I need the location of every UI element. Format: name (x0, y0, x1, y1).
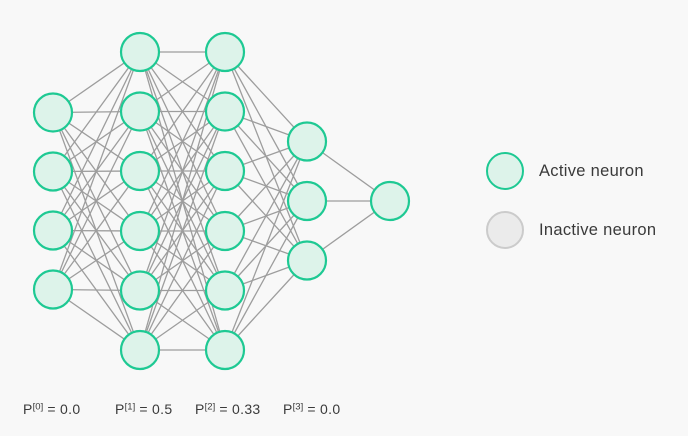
neuron-hidden-2-1 (204, 91, 246, 132)
p-label-base: P (115, 401, 125, 417)
neuron-output-0 (369, 180, 411, 222)
connection-line (139, 51, 226, 232)
connection-line (139, 111, 226, 351)
active-neuron-label: Active neuron (539, 161, 644, 180)
inactive-neuron-label: Inactive neuron (539, 220, 657, 239)
active-neuron-swatch (486, 152, 524, 190)
neuron-hidden-1-3 (119, 210, 161, 252)
connection-line (224, 260, 308, 351)
neuron-hidden-3-0 (286, 121, 328, 162)
p-label-layer-1: P[1] = 0.5 (115, 401, 172, 417)
neuron-hidden-2-0 (204, 31, 246, 73)
neuron-hidden-3-2 (286, 240, 328, 281)
p-label-base: P (195, 401, 205, 417)
connection-line (224, 141, 308, 291)
legend-item-active: Active neuron (486, 152, 656, 190)
connection-line (139, 51, 226, 172)
connection-line (224, 51, 308, 142)
neuron-hidden-3-1 (286, 180, 328, 222)
inactive-neuron-swatch (486, 211, 524, 249)
p-label-base: P (283, 401, 293, 417)
neuron-hidden-2-4 (204, 270, 246, 311)
neuron-hidden-2-2 (204, 150, 246, 192)
p-label-value: = 0.0 (43, 401, 81, 417)
neuron-input-1 (32, 151, 74, 192)
connection-line (139, 51, 226, 291)
p-label-layer-2: P[2] = 0.33 (195, 401, 261, 417)
connection-line (224, 200, 308, 351)
neuron-input-2 (32, 210, 74, 251)
neuron-hidden-2-3 (204, 210, 246, 252)
p-label-value: = 0.33 (215, 401, 261, 417)
neuron-hidden-2-5 (204, 329, 246, 371)
connection-line (52, 51, 141, 172)
p-label-value: = 0.0 (303, 401, 341, 417)
p-label-sup: [3] (292, 401, 304, 413)
neuron-input-3 (32, 269, 74, 310)
connection-line (224, 141, 308, 351)
neuron-hidden-1-5 (119, 329, 161, 371)
p-label-base: P (23, 401, 33, 417)
p-label-layer-0: P[0] = 0.0 (23, 401, 80, 417)
legend-item-inactive: Inactive neuron (486, 211, 656, 249)
connection-line (52, 51, 141, 231)
neuron-hidden-1-2 (119, 150, 161, 192)
p-label-sup: [0] (32, 401, 44, 413)
connection-line (52, 111, 141, 290)
neuron-hidden-1-4 (119, 270, 161, 311)
p-label-sup: [2] (204, 401, 216, 413)
connection-line (52, 170, 141, 290)
connection-line (224, 141, 308, 232)
connection-line (52, 51, 141, 290)
neuron-hidden-1-0 (119, 31, 161, 73)
neuron-hidden-1-1 (119, 91, 161, 132)
neuron-input-0 (32, 92, 74, 133)
p-label-layer-3: P[3] = 0.0 (283, 401, 340, 417)
connection-line (139, 170, 226, 351)
connection-line (139, 230, 226, 351)
legend: Active neuron Inactive neuron (486, 152, 656, 249)
p-label-sup: [1] (124, 401, 136, 413)
p-label-value: = 0.5 (135, 401, 173, 417)
